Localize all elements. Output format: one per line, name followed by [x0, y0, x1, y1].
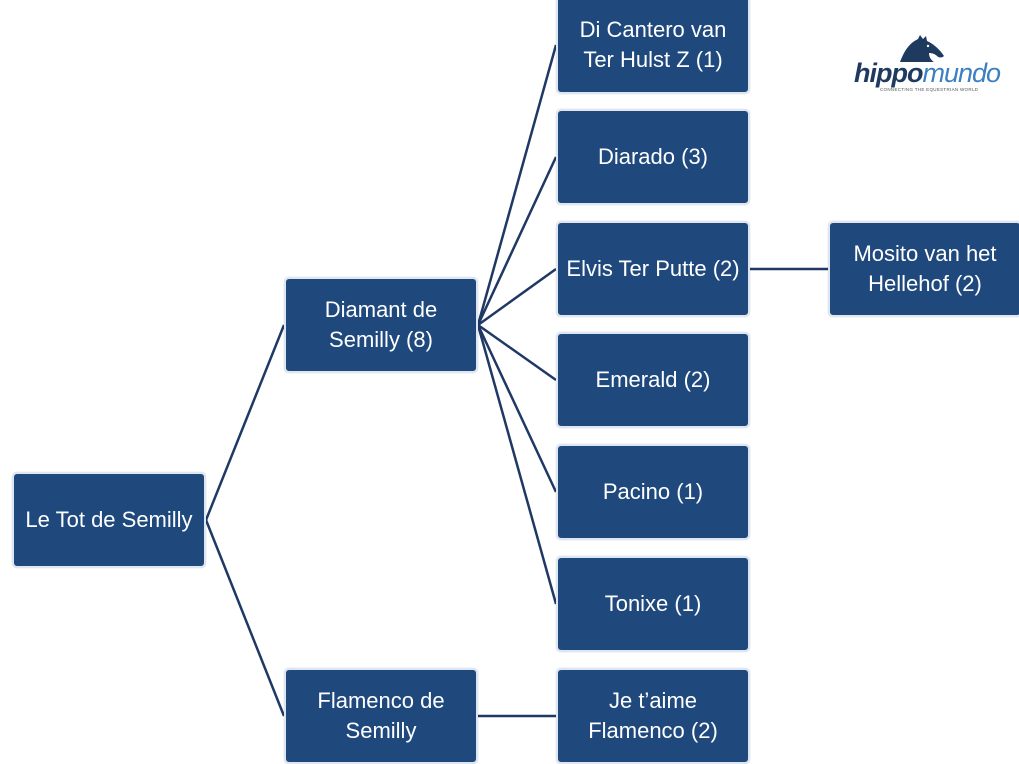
node-label: Je t’aime Flamenco (2)	[588, 688, 718, 743]
logo-tagline: CONNECTING THE EQUESTRIAN WORLD	[880, 87, 979, 92]
horse-head-icon	[900, 35, 944, 62]
node-label: Di Cantero van Ter Hulst Z (1)	[579, 17, 727, 72]
hippomundo-logo: hippomundo CONNECTING THE EQUESTRIAN WOR…	[850, 34, 1001, 96]
node-elvis-ter-putte: Elvis Ter Putte (2)	[556, 221, 750, 317]
node-label: Diamant de Semilly (8)	[324, 297, 438, 352]
node-label: Emerald (2)	[595, 367, 711, 392]
connector-diamant-emerald	[477, 323, 557, 382]
node-flamenco-de-semilly: Flamenco de Semilly	[284, 668, 478, 764]
node-label: Le Tot de Semilly	[25, 507, 193, 532]
node-le-tot-de-semilly: Le Tot de Semilly	[12, 472, 206, 568]
node-label: Flamenco de Semilly	[317, 688, 445, 743]
node-diarado: Diarado (3)	[556, 109, 750, 205]
connector-diamant-di_cantero	[476, 44, 558, 326]
connector-diamant-pacino	[476, 324, 558, 493]
node-mosito-van-het-hellehof: Mosito van het Hellehof (2)	[828, 221, 1019, 317]
connector-diamant-elvis	[477, 267, 557, 327]
logo-brand-part1: hippo	[854, 58, 923, 88]
node-je-taime-flamenco: Je t’aime Flamenco (2)	[556, 668, 750, 764]
connector-root-flamenco	[204, 519, 286, 717]
connector-root-diamant	[204, 324, 286, 521]
logo-wordmark: hippomundo	[854, 58, 1001, 88]
node-label: Pacino (1)	[602, 479, 704, 504]
node-emerald: Emerald (2)	[556, 332, 750, 428]
node-di-cantero-van-ter-hulst-z: Di Cantero van Ter Hulst Z (1)	[556, 0, 750, 94]
node-label: Elvis Ter Putte (2)	[566, 256, 740, 281]
node-pacino: Pacino (1)	[556, 444, 750, 540]
node-tonixe: Tonixe (1)	[556, 556, 750, 652]
node-diamant-de-semilly: Diamant de Semilly (8)	[284, 277, 478, 373]
connector-diamant-diarado	[476, 156, 558, 326]
node-label: Diarado (3)	[597, 144, 709, 169]
connector-diamant-tonixe	[476, 324, 558, 605]
node-label: Mosito van het Hellehof (2)	[853, 241, 997, 296]
node-label: Tonixe (1)	[604, 591, 702, 616]
logo-brand-part2: mundo	[922, 58, 1001, 88]
